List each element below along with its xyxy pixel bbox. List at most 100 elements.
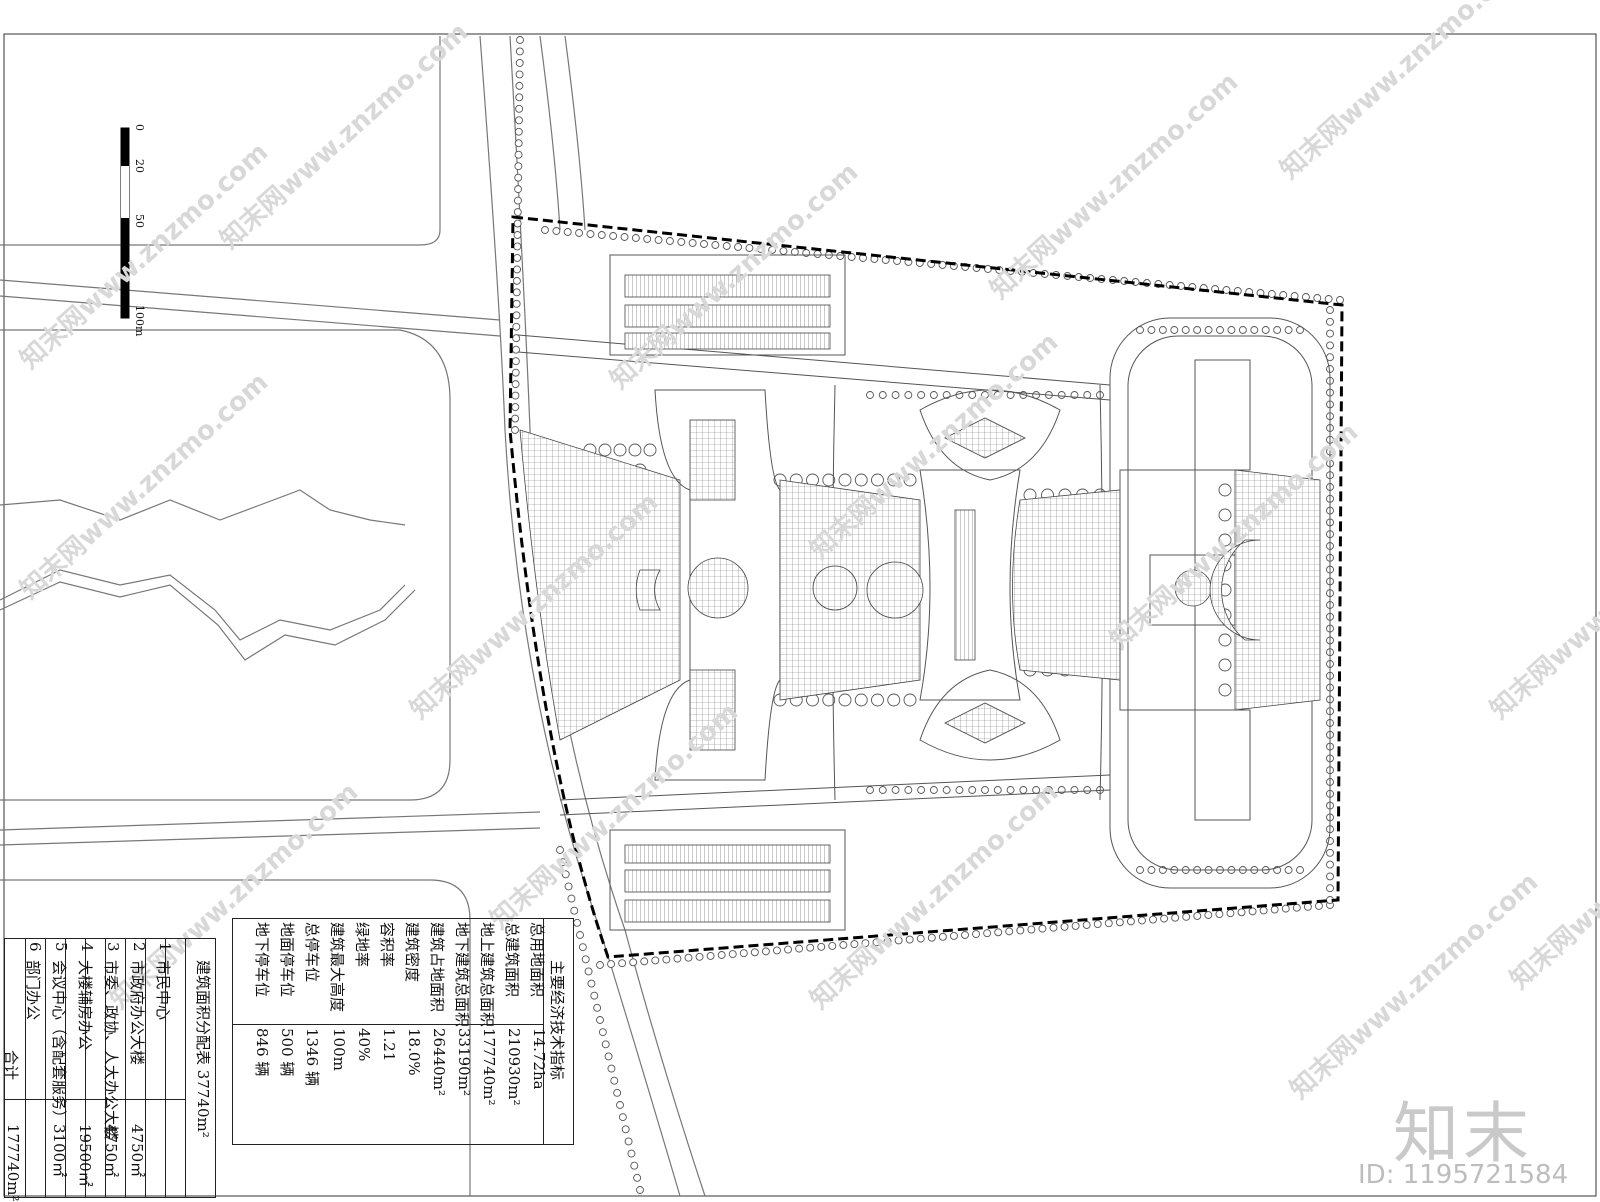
watermark-text: 知末网www.znzmo.com bbox=[985, 67, 1245, 305]
tree bbox=[1071, 921, 1080, 930]
tree bbox=[1038, 924, 1047, 933]
tree bbox=[878, 391, 887, 399]
tree bbox=[961, 931, 969, 939]
tree bbox=[1149, 915, 1157, 924]
tree bbox=[512, 334, 521, 343]
tree bbox=[1082, 921, 1091, 929]
area-row-2-name: 市政府办公大楼 bbox=[128, 960, 146, 1066]
tree bbox=[512, 311, 521, 320]
tree bbox=[630, 1161, 639, 1170]
tree bbox=[1204, 911, 1213, 919]
tree bbox=[1296, 326, 1304, 334]
government-office-building bbox=[1119, 359, 1321, 821]
tree bbox=[512, 288, 521, 297]
indicator-row-name: 总建筑面积 bbox=[503, 922, 521, 998]
tree bbox=[1284, 866, 1293, 874]
indicator-row-value: 1346 辆 bbox=[303, 1028, 321, 1086]
tree bbox=[1147, 326, 1156, 334]
indicator-row-name: 地面停车位 bbox=[278, 922, 296, 998]
tree bbox=[512, 322, 521, 331]
tree bbox=[597, 231, 606, 239]
indicator-row-name: 地上建筑总面积 bbox=[478, 922, 496, 1028]
tree bbox=[513, 253, 522, 262]
tree bbox=[633, 1173, 642, 1182]
indicator-row-name: 建筑占地面积 bbox=[428, 922, 446, 1013]
tree bbox=[1158, 326, 1167, 334]
tree bbox=[511, 403, 520, 412]
tree bbox=[511, 426, 519, 434]
indicator-row-name: 地下停车位 bbox=[253, 922, 271, 998]
tree bbox=[887, 473, 901, 487]
area-table-title: 建筑面积分配表 37740m² bbox=[194, 960, 212, 1138]
tree bbox=[1259, 906, 1268, 915]
tree bbox=[1171, 913, 1180, 922]
area-row-6-name: 部门办公 bbox=[24, 960, 42, 1021]
tree bbox=[511, 357, 520, 366]
tree bbox=[745, 244, 754, 252]
tree bbox=[514, 173, 523, 182]
tree bbox=[516, 36, 524, 44]
tree bbox=[673, 954, 682, 963]
tree bbox=[850, 940, 859, 949]
tree-rows bbox=[511, 36, 1344, 1194]
tree bbox=[836, 252, 845, 260]
east-axis-plaza bbox=[1012, 489, 1121, 681]
tree bbox=[1326, 341, 1334, 350]
tree bbox=[1284, 326, 1293, 334]
tree bbox=[564, 882, 573, 891]
indicator-row-value: 846 辆 bbox=[253, 1028, 271, 1077]
tree bbox=[1273, 326, 1282, 334]
tree bbox=[822, 693, 836, 707]
indicator-row-value: 14.72ha bbox=[530, 1028, 548, 1090]
tree bbox=[515, 58, 524, 67]
tree bbox=[795, 944, 804, 953]
tree bbox=[854, 693, 868, 707]
tree bbox=[1324, 295, 1333, 303]
tree bbox=[613, 1088, 622, 1097]
tree bbox=[1222, 286, 1231, 294]
fountain-center bbox=[812, 565, 858, 611]
tree bbox=[513, 231, 522, 239]
tree bbox=[905, 935, 914, 944]
watermark-text: 知末网www.znzmo.com bbox=[215, 17, 475, 255]
tree bbox=[1147, 866, 1156, 874]
tree bbox=[813, 250, 822, 258]
area-row-5-name: 会议中心（含配套服务） bbox=[50, 960, 68, 1126]
tree bbox=[1181, 326, 1190, 334]
tree bbox=[838, 693, 852, 707]
tree bbox=[917, 786, 926, 794]
tree bbox=[894, 936, 903, 945]
tree bbox=[1016, 926, 1025, 935]
tree bbox=[629, 958, 638, 967]
area-row-6-no: 6 bbox=[26, 942, 44, 952]
tree bbox=[631, 234, 640, 242]
tree bbox=[587, 979, 596, 988]
image-id-label: ID: 1195721584 bbox=[1358, 1160, 1569, 1190]
area-distribution-table bbox=[4, 938, 216, 1198]
tree bbox=[513, 196, 522, 205]
tree bbox=[514, 150, 523, 159]
tree bbox=[695, 952, 704, 961]
tree bbox=[790, 248, 799, 256]
tree bbox=[598, 1028, 607, 1037]
tree bbox=[684, 953, 693, 962]
indicator-row-name: 绿地率 bbox=[353, 922, 371, 968]
indicator-row-name: 建筑最大高度 bbox=[328, 922, 346, 1013]
tree bbox=[618, 1113, 627, 1122]
tree bbox=[581, 955, 590, 964]
tree bbox=[573, 918, 582, 927]
tree bbox=[1136, 866, 1144, 874]
tree bbox=[662, 955, 671, 964]
tree bbox=[1193, 911, 1202, 920]
tree bbox=[1160, 914, 1169, 923]
river-bank bbox=[0, 489, 416, 661]
tree bbox=[677, 238, 686, 246]
tree bbox=[887, 693, 901, 707]
central-connector bbox=[919, 469, 1021, 701]
tree bbox=[1083, 786, 1092, 794]
tree bbox=[1248, 907, 1257, 916]
tree bbox=[1060, 922, 1069, 931]
tree bbox=[1270, 905, 1279, 914]
tree bbox=[512, 299, 521, 308]
tree bbox=[1218, 483, 1232, 497]
